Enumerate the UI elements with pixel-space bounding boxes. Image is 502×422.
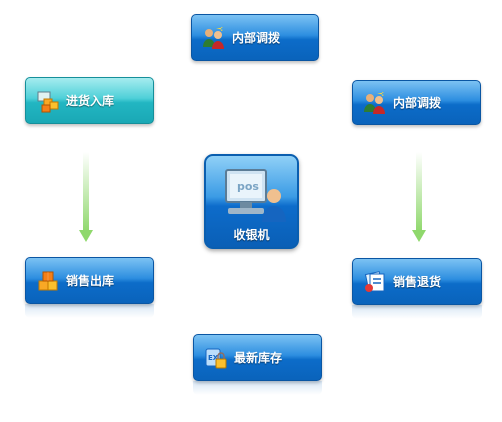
node-label: 内部调拨 (393, 96, 442, 110)
pos-screen-text: pos (237, 180, 259, 193)
tile-reflection (352, 305, 482, 319)
node-label: 进货入库 (66, 94, 115, 108)
node-sales-return[interactable]: 销售退货 (352, 258, 482, 305)
node-latest-stock[interactable]: EX 最新库存 (193, 334, 322, 381)
arrow-down-right (412, 152, 426, 242)
node-sales-out[interactable]: 销售出库 (25, 257, 154, 304)
pos-terminal-icon: pos (225, 169, 286, 222)
node-purchase-in[interactable]: 进货入库 (25, 77, 154, 124)
arrow-down-left (79, 152, 93, 242)
node-label: 销售出库 (66, 274, 115, 288)
users-transfer-icon (364, 91, 385, 114)
boxes-export-icon (38, 271, 58, 290)
pos-terminal-center[interactable]: pos 收银机 (204, 154, 299, 249)
node-label: 内部调拨 (232, 31, 281, 45)
users-transfer-icon (203, 26, 224, 49)
node-internal-transfer-top[interactable]: 内部调拨 (191, 14, 319, 61)
locked-stock-icon: EX (205, 348, 227, 368)
tile-reflection (25, 304, 154, 318)
node-label: 最新库存 (234, 351, 283, 365)
center-label: 收银机 (233, 228, 270, 242)
tile-reflection (193, 381, 322, 395)
boxes-import-icon (37, 91, 59, 112)
return-documents-icon (364, 270, 385, 292)
node-internal-transfer-right[interactable]: 内部调拨 (352, 80, 481, 125)
node-label: 销售退货 (393, 275, 442, 289)
svg-text:EX: EX (208, 354, 219, 362)
